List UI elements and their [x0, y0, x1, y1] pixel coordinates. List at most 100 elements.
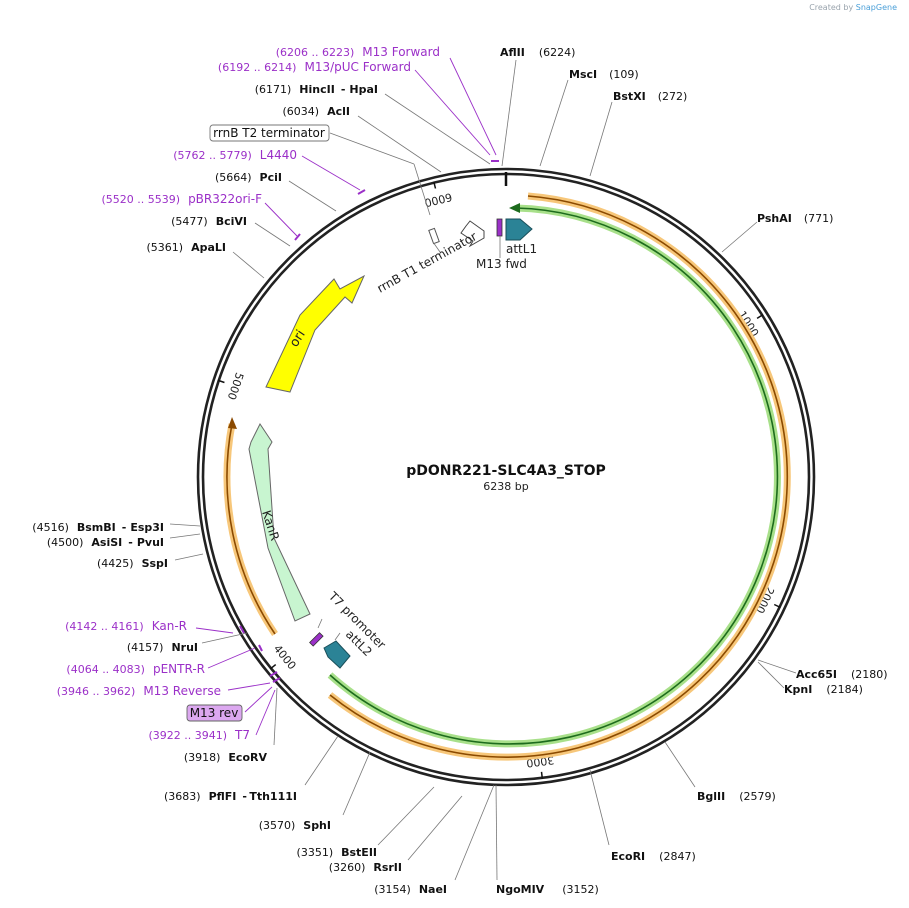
- tick-mark: [433, 181, 437, 189]
- primer-m13-forward[interactable]: (6206 .. 6223)M13 Forward: [276, 45, 440, 59]
- primer-m13-reverse[interactable]: (3946 .. 3962)M13 Reverse: [57, 684, 221, 698]
- tick-mark: [773, 603, 781, 609]
- site-labels: AflII(6224) MscI(109) BstXI(272) PshAI(7…: [32, 46, 887, 896]
- rrnb-t2-label-box[interactable]: rrnB T2 terminator: [209, 124, 330, 142]
- site-ngomiv[interactable]: NgoMIV(3152): [496, 883, 599, 896]
- m13-rev-label-box[interactable]: M13 rev: [186, 704, 243, 722]
- tick-label: 4000: [271, 642, 299, 672]
- site-pflfi[interactable]: (3683)PflFI-Tth111I: [164, 790, 297, 803]
- site-pos: (5361): [147, 241, 184, 254]
- site-pos: (6224): [539, 46, 576, 59]
- kanr-feature: KanR: [248, 423, 311, 622]
- backbone: [196, 167, 816, 787]
- primer-name: Kan-R: [152, 619, 187, 633]
- attl2-leader: [334, 632, 341, 641]
- site-bstxi[interactable]: BstXI(272): [613, 90, 687, 103]
- leader-ecori: [589, 769, 610, 846]
- site-name: NgoMIV: [496, 883, 545, 896]
- primer-l4440[interactable]: (5762 .. 5779)L4440: [173, 148, 297, 162]
- attl2-arrow: [323, 640, 351, 669]
- leader-m13-forward: [449, 57, 497, 156]
- site-pos: (2180): [851, 668, 888, 681]
- site-asisi[interactable]: (4500)AsiSI-PvuI: [47, 536, 164, 549]
- tick-label: 6000: [423, 190, 453, 209]
- site-pos: (2579): [739, 790, 776, 803]
- site-pcii[interactable]: (5664)PciI: [215, 171, 282, 184]
- leader-ngomiv: [495, 784, 498, 881]
- site-name: SspI: [142, 557, 168, 570]
- leader-bstxi: [589, 101, 613, 177]
- site-hincii[interactable]: (6171)HincII-HpaI: [255, 83, 378, 96]
- mark-l4440: [357, 189, 366, 195]
- mark-pentr-r: [258, 644, 263, 652]
- tick-mark: [540, 771, 544, 779]
- primer-name: T7: [234, 728, 250, 742]
- primer-range: (6206 .. 6223): [276, 46, 355, 59]
- leader-m13-reverse: [227, 682, 271, 691]
- primer-m13puc-forward[interactable]: (6192 .. 6214)M13/pUC Forward: [218, 60, 411, 74]
- site-pair: HpaI: [349, 83, 378, 96]
- site-name: Acc65I: [796, 668, 837, 681]
- site-acli[interactable]: (6034)AclI: [283, 105, 350, 118]
- leader-sphi: [342, 751, 371, 816]
- site-sep: -: [341, 83, 346, 96]
- site-pos: (3570): [259, 819, 296, 832]
- site-pos: (4157): [127, 641, 164, 654]
- site-bcivi[interactable]: (5477)BciVI: [171, 215, 247, 228]
- primer-range: (3922 .. 3941): [148, 729, 227, 742]
- leader-m13-rev-box: [244, 686, 273, 713]
- site-bsmbi[interactable]: (4516)BsmBI-Esp3I: [32, 521, 164, 534]
- ori-arrow: [265, 274, 366, 393]
- leader-acli: [357, 115, 442, 173]
- primer-pbr322ori-f[interactable]: (5520 .. 5539)pBR322ori-F: [102, 192, 263, 206]
- site-ecorv[interactable]: (3918)EcoRV: [184, 751, 268, 764]
- primer-name: M13 Reverse: [143, 684, 221, 698]
- primer-pentr-r[interactable]: (4064 .. 4083)pENTR-R: [66, 662, 205, 676]
- primer-range: (5762 .. 5779): [173, 149, 252, 162]
- leader-hincii: [384, 93, 491, 165]
- leader-bsteii: [377, 786, 435, 846]
- site-ecori[interactable]: EcoRI(2847): [611, 850, 696, 863]
- leader-kpni: [757, 661, 785, 689]
- site-name: RsrII: [373, 861, 402, 874]
- site-bglii[interactable]: BglII(2579): [697, 790, 776, 803]
- leader-msci: [539, 79, 569, 167]
- site-name: NruI: [171, 641, 198, 654]
- site-aflii[interactable]: AflII(6224): [500, 46, 575, 59]
- site-rsrii[interactable]: (3260)RsrII: [329, 861, 402, 874]
- leader-nrui: [201, 632, 248, 644]
- site-msci[interactable]: MscI(109): [569, 68, 639, 81]
- insert-arrowhead: [509, 203, 520, 213]
- mark-pbr322ori-f: [294, 233, 301, 241]
- primer-kan-r[interactable]: (4142 .. 4161)Kan-R: [65, 619, 187, 633]
- rrnb-t1-leader: [432, 241, 441, 253]
- leader-acc65i: [757, 659, 797, 674]
- site-pos: (5477): [171, 215, 208, 228]
- rrnb-t2-box: [428, 227, 440, 245]
- site-sspi[interactable]: (4425)SspI: [97, 557, 168, 570]
- site-acc65i[interactable]: Acc65I (2180): [796, 668, 888, 681]
- primer-range: (4064 .. 4083): [66, 663, 145, 676]
- site-name: NaeI: [419, 883, 447, 896]
- site-pair: Esp3I: [130, 521, 164, 534]
- leader-m13puc-forward: [414, 69, 491, 156]
- site-bsteii[interactable]: (3351)BstEII: [297, 846, 377, 859]
- site-name: PshAI: [757, 212, 792, 225]
- site-name: MscI: [569, 68, 597, 81]
- site-apali[interactable]: (5361)ApaLI: [147, 241, 227, 254]
- rrnb-t1-label: rrnB T1 terminator: [375, 229, 479, 295]
- credit-prefix: Created by: [809, 3, 854, 12]
- site-pshai[interactable]: PshAI(771): [757, 212, 833, 225]
- leader-pflfi: [304, 735, 339, 786]
- leader-rsrii: [407, 795, 463, 861]
- site-name: BstEII: [341, 846, 377, 859]
- site-naei[interactable]: (3154)NaeI: [374, 883, 447, 896]
- site-pos: (272): [658, 90, 688, 103]
- site-sep: -: [122, 521, 127, 534]
- tick-mark: [756, 313, 764, 319]
- primer-t7[interactable]: (3922 .. 3941) T7: [148, 728, 250, 742]
- site-kpni[interactable]: KpnI(2184): [784, 683, 863, 696]
- site-nrui[interactable]: (4157) NruI: [127, 641, 198, 654]
- site-name: SphI: [303, 819, 331, 832]
- site-sphi[interactable]: (3570) SphI: [259, 819, 331, 832]
